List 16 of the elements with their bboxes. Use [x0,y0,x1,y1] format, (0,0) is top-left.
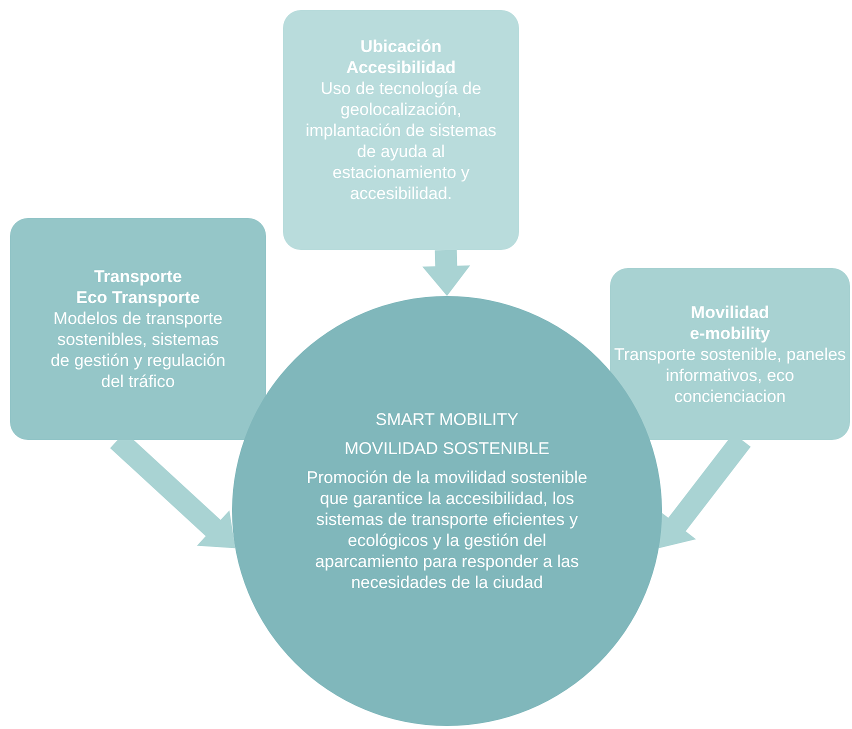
description: Transporte sostenible, paneles informativos, eco concienciacion [614,344,846,406]
category-box [283,10,519,250]
heading: Movilidad [690,302,770,322]
category-box [10,218,266,440]
heading: MOVILIDAD SOSTENIBLE [344,438,550,459]
heading: SMART MOBILITY [376,409,518,430]
heading: Accesibilidad [346,57,456,78]
heading: Ubicación [360,36,442,57]
description: Uso de tecnología de geolocalización, implantación de sistemas de ayuda al estacionamiento y accesibilidad. [304,78,498,204]
description: Promoción de la movilidad sostenible que garantice la accesibilidad, los sistemas de transporte eficientes y ecológicos y la gestión del aparcamiento para responder a las necesidades de la ciudad [306,467,588,593]
heading: Transporte [94,266,182,287]
heading: e-mobility [690,322,770,344]
category-box [610,268,850,440]
heading: Eco Transporte [76,287,200,308]
description: Modelos de transporte sostenibles, sistemas de gestión y regulación del tráfico [50,308,226,392]
block-arrow [422,250,470,296]
